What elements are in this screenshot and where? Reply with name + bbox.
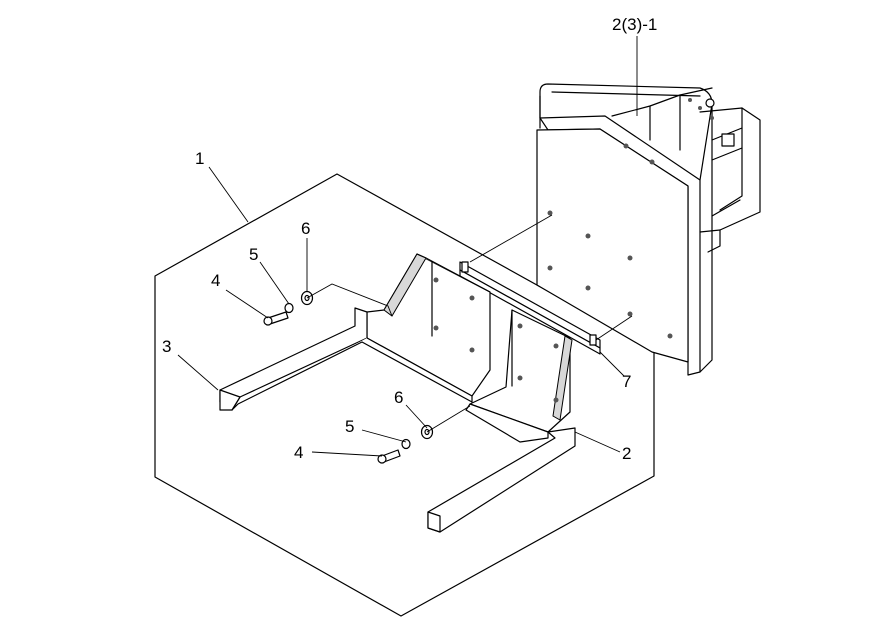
strip-part	[459, 261, 601, 355]
callout-strip: 7	[622, 372, 631, 391]
callout-right-bracket: 2	[622, 444, 631, 463]
leader-lines	[177, 36, 638, 457]
callout-lock-washer-lower: 5	[345, 417, 354, 436]
callout-flat-washer-upper: 6	[301, 219, 310, 238]
bolt-upper	[263, 311, 289, 326]
left-bracket-part	[219, 253, 491, 411]
callout-bolt-lower: 4	[294, 443, 303, 462]
callout-flat-washer-lower: 6	[394, 388, 403, 407]
right-bracket-part	[427, 309, 576, 533]
callout-frame-reference: 2(3)-1	[612, 15, 657, 34]
lock-washer-upper	[284, 302, 294, 314]
callout-assembly: 1	[195, 149, 204, 168]
callout-left-bracket: 3	[162, 337, 171, 356]
bolt-lower	[377, 449, 401, 464]
callout-bolt-upper: 4	[211, 271, 220, 290]
frame-reference-part	[536, 83, 761, 376]
callout-lock-washer-upper: 5	[249, 245, 258, 264]
